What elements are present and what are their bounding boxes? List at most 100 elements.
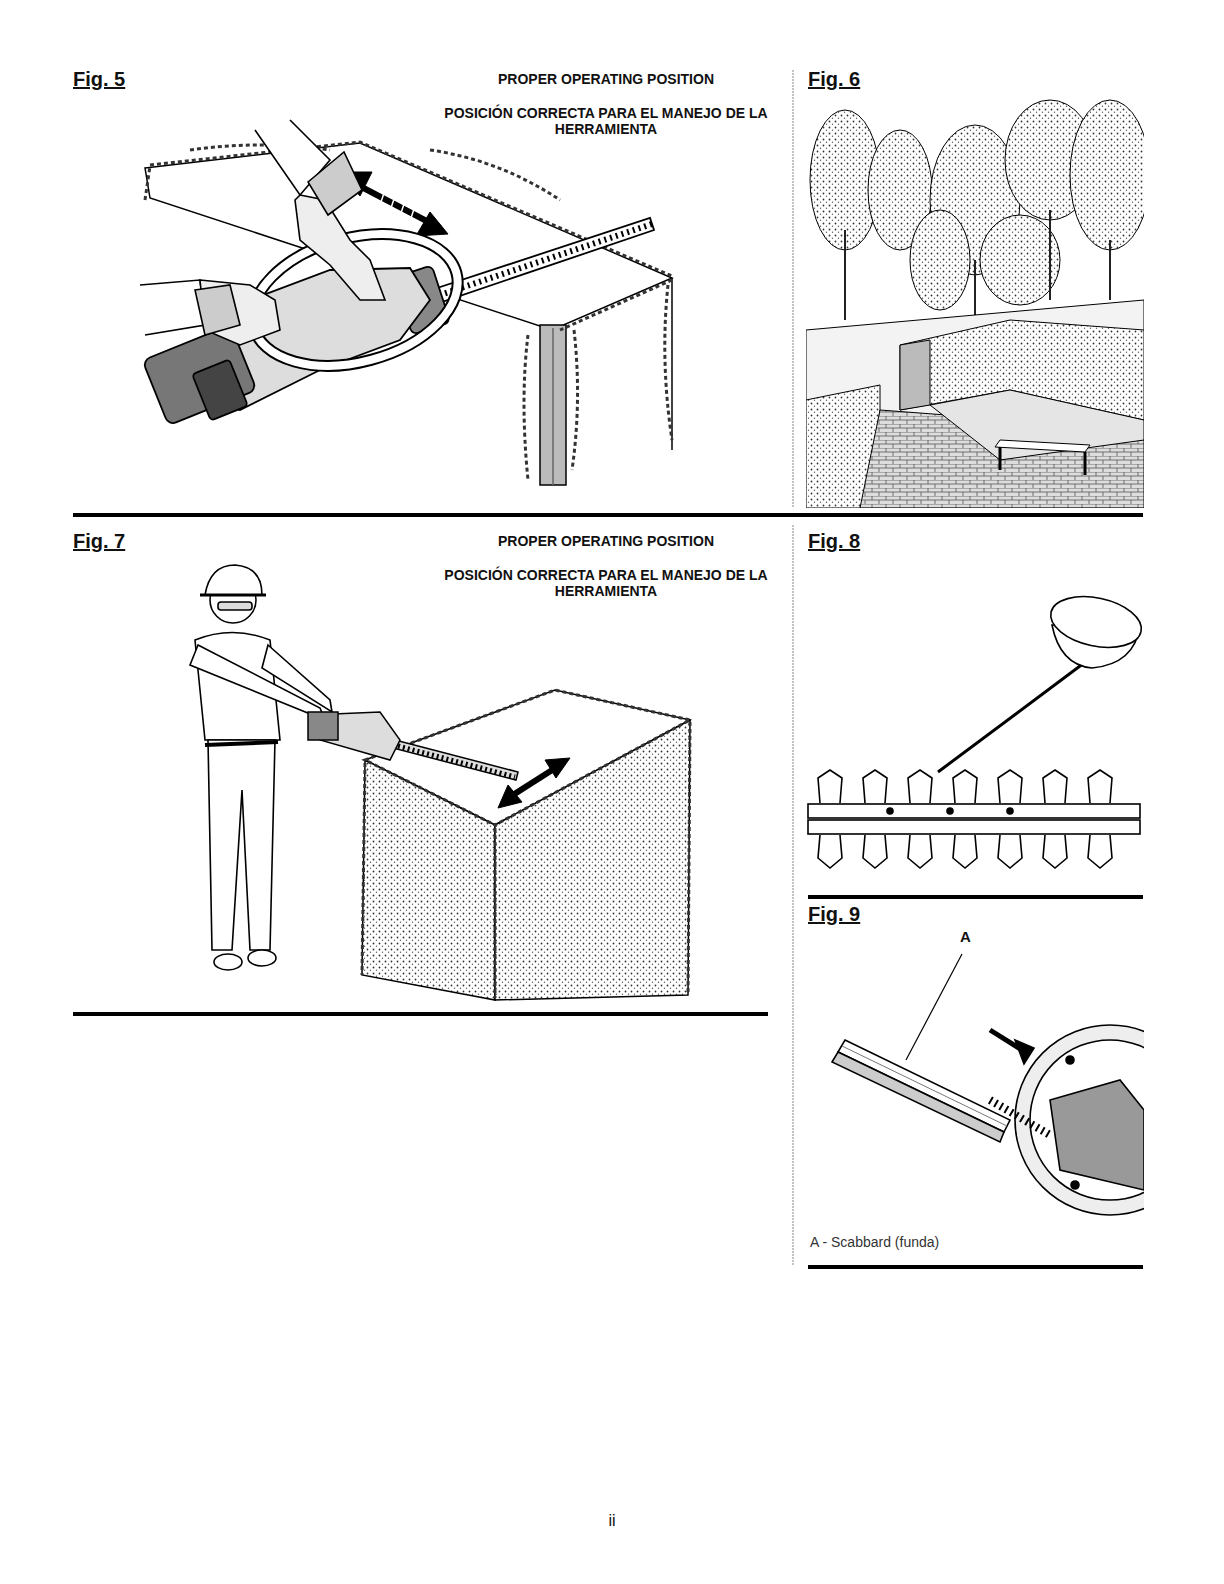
motion-arrows: [498, 785, 522, 808]
hedge-illustration: [494, 828, 497, 998]
hedge-trimmer: [192, 359, 248, 420]
blade-detail: [1088, 770, 1112, 803]
motion-arrows: [390, 196, 395, 211]
hedge-illustration: [365, 690, 690, 825]
blade-detail: [818, 770, 842, 803]
scabbard-detail: [1015, 1025, 1144, 1215]
divider-line: [73, 513, 1143, 517]
scabbard-detail: [832, 1025, 1144, 1215]
garden-scene: [1070, 100, 1144, 250]
hedge-illustration: [665, 285, 672, 440]
hedge-illustration: [524, 335, 528, 480]
hedge-illustration: [495, 720, 690, 1000]
operator-figure: [248, 950, 276, 966]
hedge-trimmer: [393, 740, 518, 780]
part-letter: A: [960, 928, 990, 945]
garden-scene: [980, 215, 1060, 305]
scabbard-detail: [1066, 1056, 1074, 1064]
operator-figure: [190, 565, 332, 970]
page-number: ii: [592, 1512, 632, 1530]
divider-line: [808, 1265, 1143, 1269]
scabbard-detail: [838, 1040, 1010, 1132]
figure-number: Fig. 9: [808, 903, 928, 926]
scabbard-detail: [1071, 1181, 1079, 1189]
hedge-illustration: [150, 142, 672, 276]
blade-detail: [818, 770, 1112, 803]
operator-figure: [205, 742, 278, 745]
hedge-illustration: [430, 150, 560, 200]
gloved-hands: [195, 285, 240, 335]
blade-detail: [863, 770, 887, 803]
divider-line: [793, 70, 794, 508]
blade-detail: [808, 770, 1140, 868]
hedge-trimmer: [142, 213, 654, 425]
garden-scene: [910, 210, 970, 310]
motion-arrows: [498, 758, 570, 808]
operator-figure: [262, 645, 332, 712]
blade-detail: [908, 770, 932, 803]
hedge-illustration: [362, 690, 690, 1000]
hedge-trimmer: [398, 746, 515, 777]
motion-arrows: [410, 206, 415, 221]
scabbard-detail: [1015, 1040, 1034, 1064]
garden-scene: [900, 340, 930, 410]
garden-scene: [995, 440, 1090, 452]
leader-line: [906, 954, 962, 1060]
hedge-illustration: [688, 722, 690, 995]
garden-scene: [999, 447, 1002, 470]
garden-scene: [930, 390, 1144, 460]
blade-detail: [1007, 808, 1013, 814]
gloved-hands: [140, 280, 205, 335]
caption-text: POSICIÓN CORRECTA PARA EL MANEJO DE LA H…: [426, 105, 786, 137]
leader-line: [906, 954, 962, 1060]
garden-scene: [844, 230, 846, 320]
blade-detail: [887, 808, 893, 814]
motion-arrows: [416, 212, 448, 236]
figure-number: Fig. 6: [808, 68, 928, 91]
blade-detail: [818, 835, 1112, 868]
operator-figure: [218, 602, 252, 610]
blade-detail: [953, 770, 977, 803]
operator-figure: [205, 565, 262, 595]
hedge-illustration: [145, 142, 672, 480]
divider-line: [808, 895, 1143, 899]
hedge-illustration: [552, 328, 554, 485]
blade-detail: [818, 835, 842, 868]
scabbard-detail: [990, 1030, 1022, 1050]
garden-scene: [806, 95, 1144, 508]
figure-number: Fig. 8: [808, 530, 928, 553]
scabbard-detail: [1050, 1080, 1144, 1190]
hedge-illustration: [560, 280, 672, 330]
blade-detail: [808, 820, 1140, 834]
hedge-illustration: [362, 690, 690, 998]
blade-detail: [808, 804, 1140, 818]
hedge-illustration: [540, 325, 566, 485]
garden-scene: [810, 100, 1144, 310]
oil-can: [938, 589, 1146, 772]
divider-line: [793, 525, 794, 1265]
garden-scene: [1109, 240, 1111, 300]
caption-text: PROPER OPERATING POSITION: [426, 533, 786, 549]
caption-text: PROPER OPERATING POSITION: [426, 71, 786, 87]
blade-detail: [1043, 835, 1067, 868]
caption-text: POSICIÓN CORRECTA PARA EL MANEJO DE LA H…: [426, 567, 786, 599]
motion-arrows: [400, 201, 405, 216]
blade-detail: [1088, 835, 1112, 868]
scabbard-detail: [1030, 1040, 1144, 1200]
divider-line: [73, 1012, 768, 1016]
hedge-illustration: [145, 142, 672, 485]
garden-scene: [1084, 452, 1087, 475]
garden-scene: [1049, 210, 1051, 300]
hedge-trimmer: [308, 712, 518, 780]
oil-can: [938, 660, 1088, 772]
hedge-trimmer: [308, 712, 338, 740]
blade-detail: [953, 835, 977, 868]
scabbard-detail: [842, 1046, 1007, 1126]
hedge-illustration: [362, 760, 495, 1000]
garden-scene: [806, 300, 1144, 508]
blade-detail: [887, 808, 1013, 814]
part-label: A - Scabbard (funda): [810, 1234, 1050, 1250]
hedge-illustration: [362, 763, 365, 975]
oil-can: [1046, 589, 1146, 655]
